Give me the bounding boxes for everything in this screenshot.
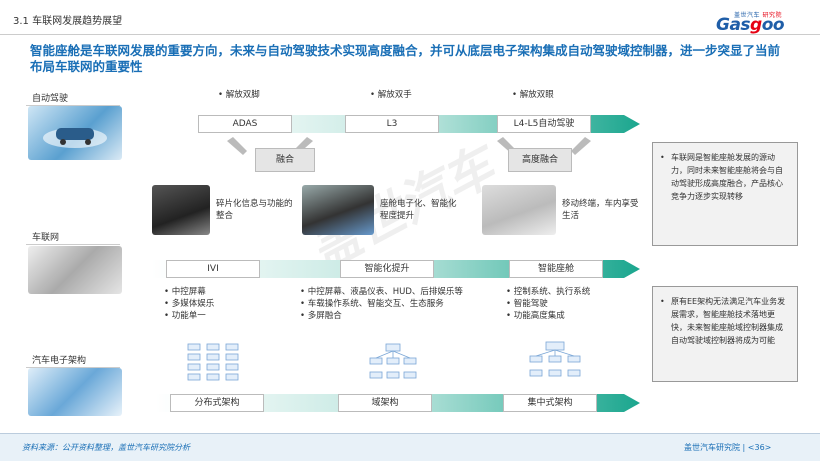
- iov-col2-item: • 车载操作系统、智能交互、生态服务: [300, 299, 444, 309]
- stage-domain: 域架构: [338, 394, 432, 412]
- stage-smart-upgrade: 智能化提升: [340, 260, 434, 278]
- stage-l3: L3: [345, 115, 439, 133]
- iov-col1-item: • 多媒体娱乐: [164, 299, 215, 309]
- bullet-dot-icon: •: [660, 297, 665, 306]
- freedom-1: • 解放双脚: [218, 90, 260, 100]
- side-note-text: 原有EE架构无法满足汽车业务发展需求，智能座舱技术落地更快，未来智能座舱域控制器…: [671, 297, 786, 345]
- gasgoo-logo: 盖世汽车 研究院 Gasgoo: [714, 10, 810, 35]
- iov-col2-item: • 多屏融合: [300, 311, 342, 321]
- cockpit-caption-1: 碎片化信息与功能的整合: [216, 199, 293, 221]
- ee-car-image: [28, 368, 122, 416]
- cockpit-image-3: [482, 185, 556, 235]
- section-title: 3.1 车联网发展趋势展望: [13, 16, 123, 27]
- stage-smart-cockpit: 智能座舱: [509, 260, 603, 278]
- bullet-dot-icon: •: [660, 153, 665, 162]
- footer-org-page: 盖世汽车研究院 | <36>: [684, 443, 772, 452]
- row-label-iov: 车联网: [26, 229, 120, 245]
- logo-small-red: 研究院: [762, 12, 782, 19]
- iov-col1: • 中控屏幕 • 多媒体娱乐 • 功能单一: [164, 286, 284, 322]
- cockpit-caption-2: 座舱电子化、智能化程度提升: [380, 199, 457, 221]
- cockpit-image-1: [152, 185, 210, 235]
- fusion-box: 融合: [255, 148, 315, 172]
- row-label-autonomous: 自动驾驶: [26, 90, 120, 106]
- iov-col2-item: • 中控屏幕、液晶仪表、HUD、后排娱乐等: [300, 287, 463, 297]
- logo-text-c: oo: [761, 15, 785, 35]
- logo-text-b: g: [750, 15, 762, 35]
- iov-col3-item: • 功能高度集成: [506, 311, 565, 321]
- stage-ivi: IVI: [166, 260, 260, 278]
- centralized-architecture-icon: [529, 341, 581, 377]
- iov-col3: • 控制系统、执行系统 • 智能驾驶 • 功能高度集成: [506, 286, 636, 322]
- iov-image: [28, 246, 122, 294]
- iov-col2: • 中控屏幕、液晶仪表、HUD、后排娱乐等 • 车载操作系统、智能交互、生态服务…: [300, 286, 500, 322]
- side-note-text: 车联网是智能座舱发展的源动力，同时未来智能座舱将会与自动驾驶形成高度融合，产品核…: [671, 153, 783, 201]
- autonomous-car-image: [28, 106, 122, 160]
- side-note-ee: • 原有EE架构无法满足汽车业务发展需求，智能座舱技术落地更快，未来智能座舱域控…: [652, 286, 798, 382]
- domain-architecture-icon: [369, 343, 417, 379]
- iov-col3-item: • 智能驾驶: [506, 299, 548, 309]
- freedom-3: • 解放双眼: [512, 90, 554, 100]
- iov-col1-item: • 中控屏幕: [164, 287, 206, 297]
- iov-col1-item: • 功能单一: [164, 311, 206, 321]
- stage-adas: ADAS: [198, 115, 292, 133]
- high-fusion-box: 高度融合: [508, 148, 572, 172]
- logo-small-text: 盖世汽车: [734, 12, 761, 19]
- stage-centralized: 集中式架构: [503, 394, 597, 412]
- iov-col3-item: • 控制系统、执行系统: [506, 287, 591, 297]
- row-label-ee: 汽车电子架构: [26, 352, 120, 368]
- car-sensor-icon: [43, 128, 107, 148]
- footer-bar: [0, 433, 820, 461]
- logo-text-a: Gas: [716, 15, 751, 35]
- footer-source: 资料来源：公开资料整理，盖世汽车研究院分析: [22, 443, 190, 452]
- stage-distributed: 分布式架构: [170, 394, 264, 412]
- side-note-iov: • 车联网是智能座舱发展的源动力，同时未来智能座舱将会与自动驾驶形成高度融合，产…: [652, 142, 798, 246]
- distributed-architecture-icon: [187, 343, 239, 381]
- freedom-2: • 解放双手: [370, 90, 412, 100]
- header-divider: [0, 34, 820, 35]
- page-headline: 智能座舱是车联网发展的重要方向，未来与自动驾驶技术实现高度融合，并可从底层电子架…: [30, 43, 781, 74]
- cockpit-image-2: [302, 185, 374, 235]
- cockpit-caption-3: 移动终端，车内享受生活: [562, 199, 639, 221]
- stage-l4-l5: L4-L5自动驾驶: [497, 115, 591, 133]
